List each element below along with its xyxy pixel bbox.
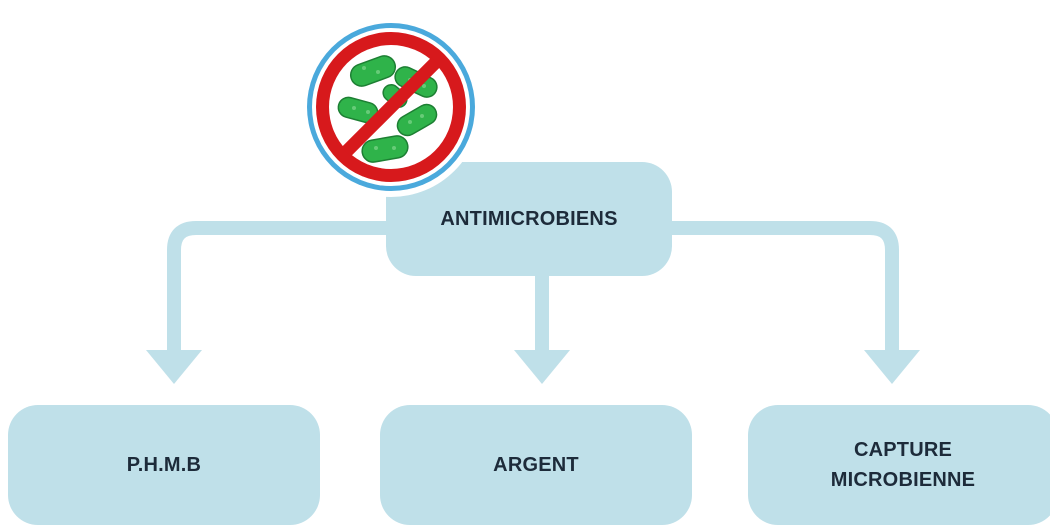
connectors — [146, 221, 920, 384]
child-node-argent: ARGENT — [380, 405, 692, 525]
child-node-label-group: CAPTURE MICROBIENNE — [831, 435, 975, 495]
connector-right — [663, 221, 899, 359]
arrowhead-center — [514, 350, 570, 384]
root-node-label: ANTIMICROBIENS — [440, 207, 618, 230]
child-node-capture-microbienne: CAPTURE MICROBIENNE — [748, 405, 1050, 525]
no-bacteria-icon — [301, 17, 481, 197]
connector-left — [167, 221, 397, 359]
diagram-canvas: ANTIMICROBIENS P.H.M.B ARGENT CAPTURE MI… — [8, 17, 1050, 525]
child-node-phmb: P.H.M.B — [8, 405, 320, 525]
child-node-label: P.H.M.B — [126, 453, 202, 476]
child-node-label: ARGENT — [493, 453, 579, 476]
child-node-label-line2: MICROBIENNE — [830, 469, 976, 491]
arrowhead-left — [146, 350, 202, 384]
ban-slash — [341, 57, 441, 157]
arrowhead-right — [864, 350, 920, 384]
child-node-label-line1: CAPTURE — [853, 439, 953, 461]
